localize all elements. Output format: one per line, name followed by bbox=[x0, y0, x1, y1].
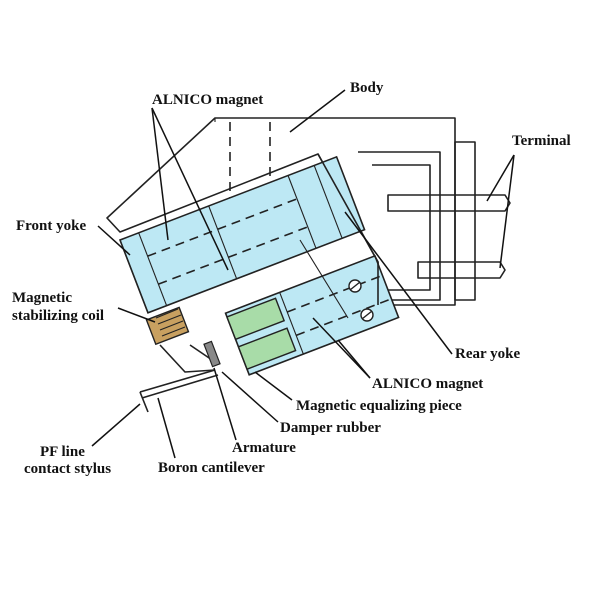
label-magnetic-stabilizing-coil-line1: Magnetic bbox=[12, 290, 72, 306]
leader-lines bbox=[91, 89, 515, 459]
label-alnico-magnet-bottom: ALNICO magnet bbox=[372, 376, 483, 392]
label-boron-cantilever: Boron cantilever bbox=[158, 460, 265, 476]
front-tip bbox=[159, 340, 221, 373]
stabilizing-coil bbox=[145, 306, 190, 346]
label-terminal: Terminal bbox=[512, 133, 571, 149]
label-magnetic-equalizing-piece: Magnetic equalizing piece bbox=[296, 398, 462, 414]
rear-yoke bbox=[299, 153, 379, 319]
main-magnet-assembly bbox=[118, 155, 366, 314]
label-front-yoke: Front yoke bbox=[16, 218, 86, 234]
label-armature: Armature bbox=[232, 440, 296, 456]
screw-icon bbox=[348, 279, 374, 322]
label-rear-yoke: Rear yoke bbox=[455, 346, 520, 362]
label-pf-line-line2: contact stylus bbox=[24, 461, 111, 477]
label-magnetic-stabilizing-coil-line2: stabilizing coil bbox=[12, 308, 104, 324]
label-damper-rubber: Damper rubber bbox=[280, 420, 381, 436]
label-pf-line-line1: PF line bbox=[40, 444, 85, 460]
label-alnico-magnet-top: ALNICO magnet bbox=[152, 92, 263, 108]
terminal-block bbox=[358, 141, 511, 301]
label-body: Body bbox=[350, 80, 384, 96]
boron-cantilever bbox=[139, 369, 219, 413]
